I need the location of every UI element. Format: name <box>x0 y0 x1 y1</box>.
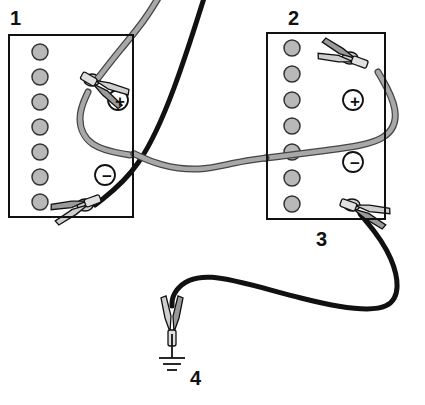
jumper-cable <box>134 154 266 170</box>
battery-box: 2+− <box>266 32 386 220</box>
battery-cell <box>32 194 48 210</box>
battery-cell <box>32 169 48 185</box>
battery-cell <box>32 69 48 85</box>
battery-cell <box>32 44 48 60</box>
jumper-cable <box>134 154 266 170</box>
battery-cell <box>284 118 300 134</box>
callout-number: 3 <box>316 229 327 249</box>
ground-symbol <box>171 334 173 358</box>
terminal-ring <box>343 90 363 110</box>
jumper-cable-positive <box>266 72 395 158</box>
battery-box: 1+− <box>8 34 134 218</box>
battery-cell <box>284 40 300 56</box>
terminal-ring <box>343 152 363 172</box>
polarity-sign: + <box>115 93 125 110</box>
cable-clamp <box>337 192 392 230</box>
callout-number: 4 <box>190 368 201 388</box>
battery-cell <box>284 170 300 186</box>
jumper-cable-positive <box>98 0 160 78</box>
jumper-cable-positive <box>266 72 395 158</box>
cable-clamp <box>316 37 371 75</box>
jumper-cable-positive <box>80 92 130 155</box>
battery-cell <box>32 94 48 110</box>
jumper-cable-positive <box>98 0 160 78</box>
battery-cell <box>32 119 48 135</box>
ground-symbol <box>159 357 185 359</box>
terminal-ring <box>95 165 115 185</box>
battery-number: 1 <box>10 8 21 28</box>
jumper-cable-positive <box>80 92 130 155</box>
ground-symbol <box>167 369 177 371</box>
polarity-sign: − <box>102 168 112 185</box>
battery-cell <box>284 196 300 212</box>
cable-clamp <box>76 65 130 109</box>
battery-cell <box>284 66 300 82</box>
ground-symbol <box>163 363 181 365</box>
cable-clamp <box>49 188 104 226</box>
jumper-cable-negative <box>172 214 397 309</box>
battery-cell <box>32 144 48 160</box>
jumper-cable <box>134 154 266 170</box>
battery-number: 2 <box>288 8 299 28</box>
battery-cell <box>284 92 300 108</box>
polarity-sign: − <box>350 155 360 172</box>
polarity-sign: + <box>350 93 360 110</box>
